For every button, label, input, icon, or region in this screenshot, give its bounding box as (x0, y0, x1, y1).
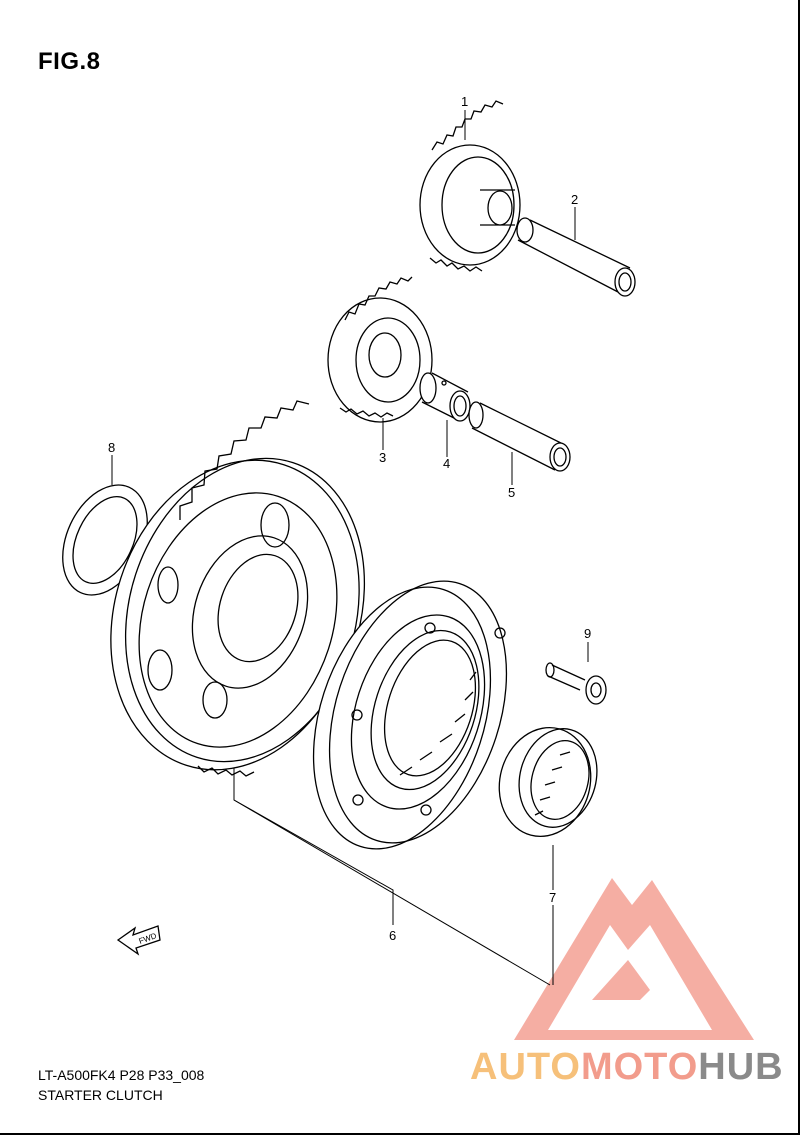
part-6-clutch-housing (312, 580, 508, 850)
part-1-gear (419, 100, 521, 272)
drawing-name: STARTER CLUTCH (38, 1087, 163, 1103)
figure-title: FIG.8 (38, 48, 101, 75)
callout-1: 1 (461, 94, 469, 109)
watermark-text: AUTOMOTOHUB (470, 1046, 784, 1088)
part-3-gear (327, 276, 433, 423)
part-6-large-gear (110, 400, 366, 777)
part-5-shaft (468, 401, 571, 472)
callout-7: 7 (549, 890, 557, 905)
callout-5: 5 (508, 485, 516, 500)
callout-6: 6 (389, 928, 397, 943)
watermark-logo-icon (514, 878, 754, 1040)
leader-lines (111, 110, 589, 986)
drawing-code: LT-A500FK4 P28 P33_008 (38, 1067, 205, 1083)
part-7-bearing (498, 726, 598, 838)
callout-4: 4 (443, 456, 451, 471)
callout-9: 9 (584, 626, 592, 641)
part-4-bushing (419, 372, 471, 422)
callout-2: 2 (571, 192, 579, 207)
fwd-arrow-icon: FWD (116, 925, 161, 956)
callout-3: 3 (379, 450, 387, 465)
part-2-shaft (516, 217, 636, 297)
part-9-bolt (545, 662, 607, 705)
callout-8: 8 (108, 440, 116, 455)
